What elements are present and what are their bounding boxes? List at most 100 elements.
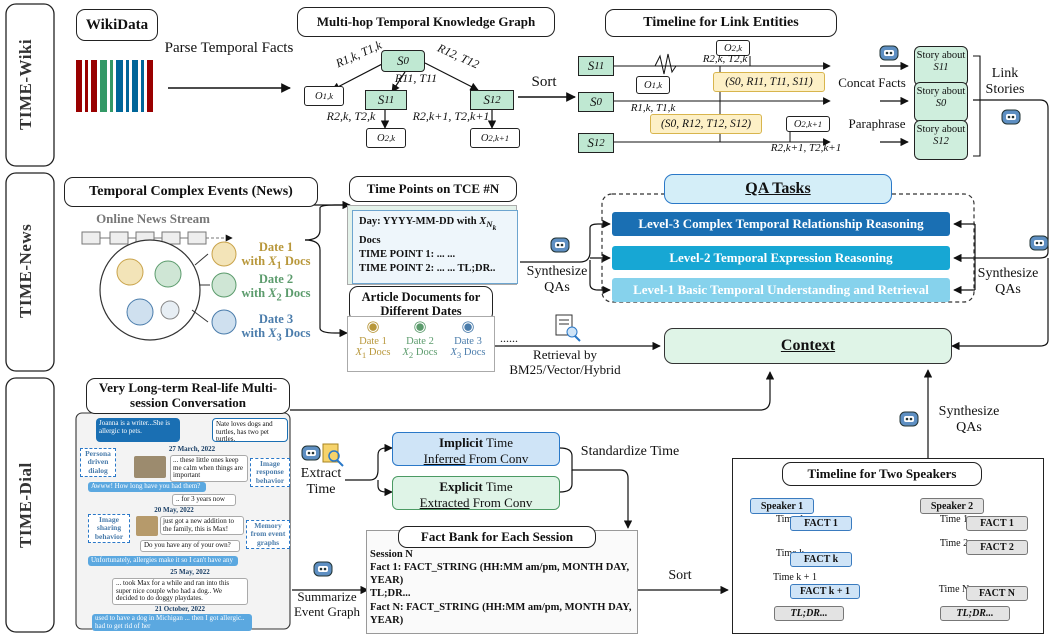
chat-msg-3: .. for 3 years now [172, 494, 236, 506]
s1-fact-1: FACT 1 [790, 516, 852, 531]
sort-label-wiki: Sort [531, 74, 557, 90]
section-label-dial: TIME-Dial [16, 462, 35, 548]
parse-temporal-facts-label: Parse Temporal Facts [164, 40, 294, 56]
s1-fact-k1: FACT k + 1 [790, 584, 860, 599]
wikidata-barcode-logo [76, 60, 153, 112]
robot-icon-wiki-link [1000, 104, 1022, 128]
tce-title: Temporal Complex Events (News) [64, 177, 318, 207]
qa-level-1: Level-1 Basic Temporal Understanding and… [612, 278, 950, 302]
paraphrase-label: Paraphrase [848, 116, 906, 131]
memory-event-graphs-tag: Memory from event graphs [246, 520, 290, 549]
extract-time-label: Extract Time [300, 466, 342, 498]
section-label-wiki: TIME-Wiki [16, 38, 35, 130]
standardize-time-label: Standardize Time [580, 444, 680, 459]
fact-bank-body: Session N Fact 1: FACT_STRING (HH:MM am/… [370, 548, 636, 627]
edge-r2k: R2,k, T2,k [326, 109, 376, 123]
synthesize-qas-right-label: Synthesize QAs [977, 266, 1039, 298]
qa-level-3: Level-3 Complex Temporal Relationship Re… [612, 212, 950, 236]
doc-line-day: Day: YYYY-MM-DD with XNk [359, 216, 497, 232]
link-stories-label: Link Stories [985, 66, 1025, 98]
s2-fact-2: FACT 2 [966, 540, 1028, 555]
timeline-label-r1k: R1,k, T1,k [630, 102, 676, 114]
articles-panel [347, 316, 495, 372]
timeline-label-r2k1: R2,k+1, T2,k+1 [770, 142, 842, 154]
fact-line-tldr: TL;DR... [370, 588, 411, 600]
fact-line-session: Session N [370, 549, 413, 560]
s2-fact-1: FACT 1 [966, 516, 1028, 531]
news-cluster-graphic [81, 231, 237, 341]
s2-tldr: TL;DR... [940, 606, 1010, 621]
edge-r11: R11, T11 [394, 71, 438, 85]
s2-time-1: Time 1 [939, 514, 969, 525]
summarize-event-graph-label: Summarize Event Graph [293, 589, 361, 619]
robot-icon-wiki-top [878, 40, 900, 64]
tuple-s0-s11: (S0, R11, T11, S11) [713, 72, 825, 92]
image-sharing-tag: Image sharing behavior [88, 514, 130, 543]
chat-msg-7: ... took Max for a while and ran into th… [112, 578, 248, 606]
qa-level-2: Level-2 Temporal Expression Reasoning [612, 246, 950, 270]
chat-photo-dog [136, 516, 158, 536]
persona-driven-tag: Persona driven dialog [80, 448, 116, 477]
chat-date-2: 20 May, 2022 [154, 506, 194, 514]
concat-facts-label: Concat Facts [838, 75, 906, 90]
timeline-link-entities-title: Timeline for Link Entities [605, 9, 837, 37]
s2-fact-n: FACT N [966, 586, 1028, 601]
chat-photo-turtles [134, 456, 166, 478]
context-box: Context [664, 328, 952, 364]
sort-label-dial: Sort [668, 568, 692, 583]
chat-date-3: 25 May, 2022 [170, 568, 210, 576]
s1-time-k1: Time k + 1 [773, 572, 817, 583]
chat-msg-2: Awww! How long have you had them? [88, 482, 206, 492]
doc-line-tp1: TIME POINT 1: ... ... [359, 248, 456, 260]
speaker-timeline-title: Timeline for Two Speakers [782, 462, 982, 486]
robot-icon-extract [300, 440, 322, 464]
speaker-2-label: Speaker 2 [920, 498, 984, 514]
image-response-tag: Image response behavior [250, 458, 290, 487]
online-news-stream-label: Online News Stream [96, 211, 210, 226]
robot-icon-summarize [312, 556, 334, 580]
doc-line-docs: Docs [359, 234, 381, 246]
chat-msg-1: ... these little ones keep me calm when … [170, 455, 248, 483]
synthesize-qas-news-label: Synthesize QAs [526, 264, 588, 296]
timeline-label-r2k: R2,k, T2,k [702, 53, 748, 65]
retrieval-label: Retrieval by BM25/Vector/Hybrid [509, 347, 621, 377]
robot-icon-news [549, 232, 571, 256]
fact-bank-title: Fact Bank for Each Session [398, 526, 596, 548]
extract-magnifier-icon [322, 443, 344, 467]
chat-date-1: 27 March, 2022 [168, 445, 216, 453]
s1-time-1: Time 1 [775, 514, 804, 525]
search-document-icon [555, 314, 581, 342]
conversation-title: Very Long-term Real-life Multi-session C… [86, 378, 290, 414]
synthesize-qas-bottom-label: Synthesize QAs [938, 404, 1000, 436]
chat-intro-left: Joanna is a writer...She is allergic to … [96, 418, 180, 442]
robot-icon-right [1028, 230, 1050, 254]
kg-title: Multi-hop Temporal Knowledge Graph [297, 7, 555, 37]
robot-icon-dial-timeline [898, 406, 920, 430]
chat-msg-5: Do you have any of your own? [140, 540, 240, 552]
s2-time-n: Time N [938, 584, 970, 595]
chat-msg-4: just got a new addition to the family, t… [160, 516, 244, 536]
fact-line-n: Fact N: FACT_STRING (HH:MM am/pm, MONTH … [370, 601, 632, 626]
doc-line-tp2: TIME POINT 2: ... ... TL;DR.. [359, 263, 496, 275]
chat-date-4: 21 October, 2022 [154, 605, 206, 613]
chat-msg-6: Unfortunately, allergies make it so I ca… [88, 556, 238, 566]
fact-line-1: Fact 1: FACT_STRING (HH:MM am/pm, MONTH … [370, 562, 630, 587]
